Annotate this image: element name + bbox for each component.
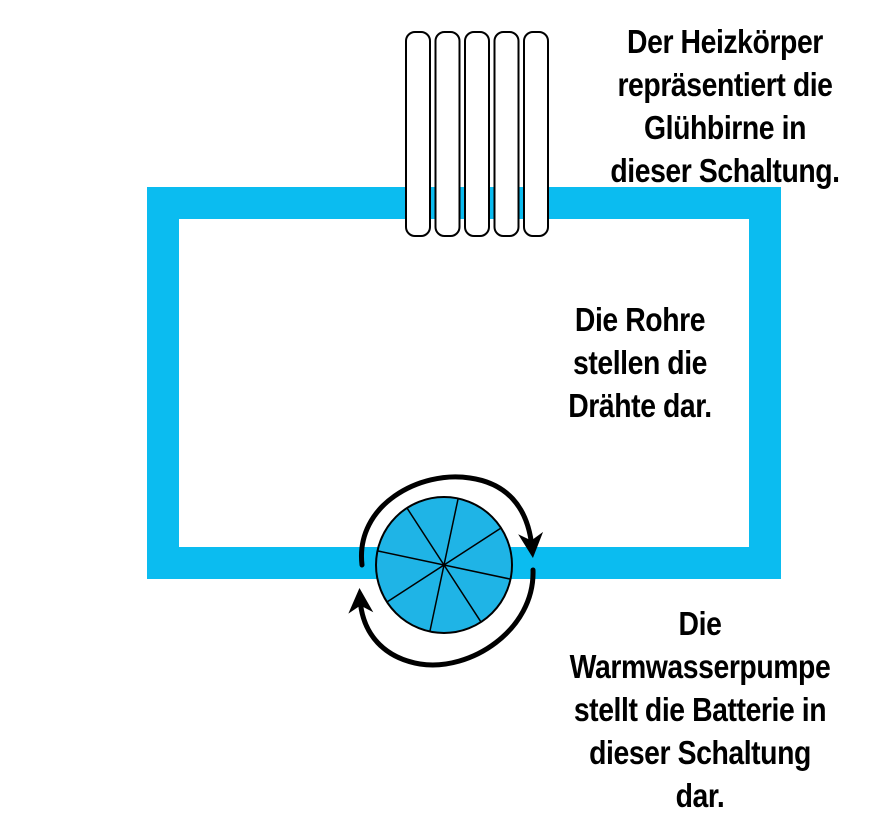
radiator-fin [405,31,431,237]
pipes-caption: Die Rohre stellen die Drähte dar. [520,298,761,427]
pump-icon [375,496,513,634]
radiator-fin [464,31,490,237]
radiator-fin [434,31,461,237]
pump-spoke [406,507,445,566]
radiator-caption-line: dieser Schaltung. [610,152,840,189]
circulation-arrow-bottom [348,567,536,668]
pump-spoke [443,564,511,580]
pump-caption-line: Warmwasserpumpe [569,648,831,685]
pump-spoke [443,527,502,566]
pump-spoke [386,564,445,603]
pump-spoke [377,550,445,566]
pipes-caption-line: Drähte dar. [568,387,712,424]
radiator-fin [493,31,520,237]
pump-caption-line: dieser Schaltung [589,734,811,771]
pipes-caption-line: stellen die [572,344,708,381]
radiator-caption-line: Der Heizkörper [627,23,823,60]
circulation-arrow-top [359,474,544,568]
radiator-caption: Der Heizkörper repräsentiert die Glühbir… [583,20,867,192]
pump-caption: Die Warmwasserpumpe stellt die Batterie … [554,602,846,817]
pump-spoke [443,498,459,566]
radiator-caption-line: Glühbirne in [644,109,806,146]
pump-caption-line: Die [678,605,722,642]
pump-spoke [429,564,445,632]
radiator-caption-line: repräsentiert die [617,66,833,103]
radiator-icon [405,31,549,237]
pipes-caption-line: Die Rohre [574,301,706,338]
pump-spoke [443,564,482,623]
radiator-fin [523,31,549,237]
pump-caption-line: stellt die Batterie in [573,691,827,728]
circuit-analogy-diagram [147,31,781,668]
